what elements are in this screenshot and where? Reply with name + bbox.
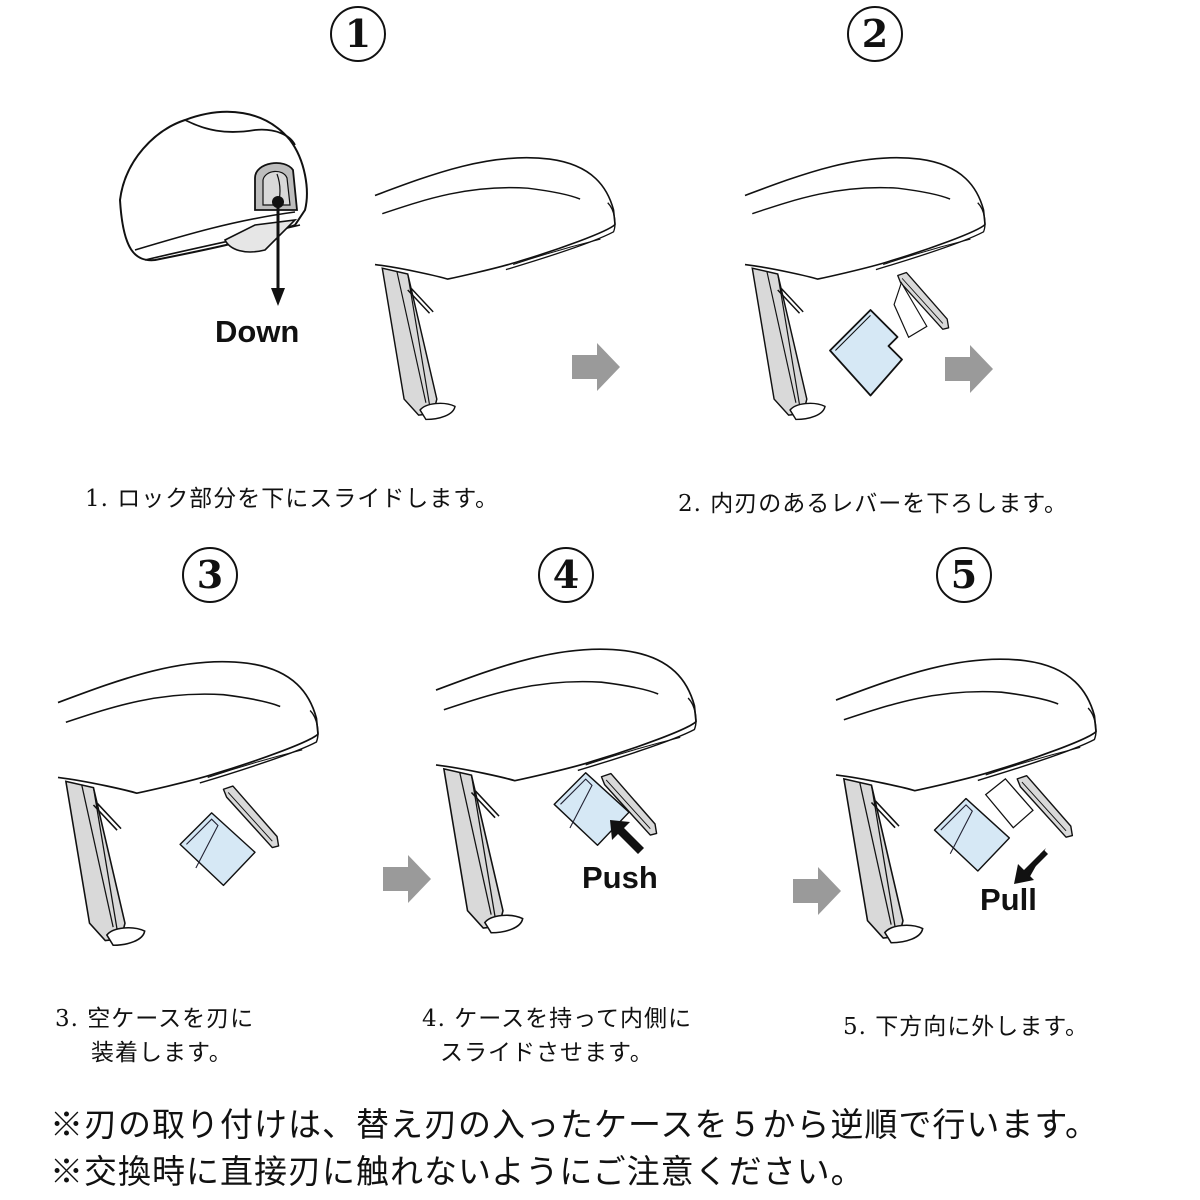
step-1-number-text: 1 [344, 11, 372, 56]
push-arrow-icon [610, 820, 644, 854]
step-3-caption-line-1: 3. 空ケースを刃に [55, 1006, 255, 1032]
step-4-number: 4 [538, 547, 594, 603]
step-3-caption-line-2: 装着します。 [91, 1040, 233, 1066]
step-5-number-text: 5 [950, 552, 978, 597]
step-4-caption: 4. ケースを持って内側に スライドさせます。 [422, 1002, 692, 1070]
pull-label: Pull [980, 882, 1037, 917]
step-1-caption-line: 1. ロック部分を下にスライドします。 [85, 486, 499, 512]
next-arrow-icon [383, 855, 431, 903]
next-arrow-icon [572, 343, 620, 391]
push-label: Push [582, 860, 658, 895]
down-arrow-icon [271, 196, 285, 306]
step-3-number: 3 [182, 547, 238, 603]
step-2-caption: 2. 内刃のあるレバーを下ろします。 [678, 487, 1068, 521]
step-2-number-text: 2 [861, 11, 889, 56]
note-reverse-order: ※刃の取り付けは、替え刃の入ったケースを５から逆順で行います。 [50, 1105, 1100, 1144]
step-1-caption: 1. ロック部分を下にスライドします。 [85, 482, 499, 516]
blade-case-icon [829, 309, 903, 397]
pull-arrow-icon [1014, 848, 1048, 884]
step-5-number: 5 [936, 547, 992, 603]
shaver-step-4-illustration [435, 648, 697, 934]
step-5-caption-line: 5. 下方向に外します。 [843, 1014, 1089, 1040]
shaver-step-1-illustration [374, 156, 616, 421]
step-2-caption-line: 2. 内刃のあるレバーを下ろします。 [678, 491, 1068, 517]
shaver-step-2-illustration [744, 156, 986, 421]
step-1-number: 1 [330, 6, 386, 62]
down-label: Down [215, 314, 300, 349]
step-5-caption: 5. 下方向に外します。 [843, 1010, 1089, 1044]
step-4-caption-line-1: 4. ケースを持って内側に [422, 1006, 692, 1032]
step-2-number: 2 [847, 6, 903, 62]
step-4-number-text: 4 [552, 552, 580, 597]
shaver-step-3-illustration [57, 660, 319, 947]
next-arrow-icon [945, 345, 993, 393]
step-3-caption: 3. 空ケースを刃に 装着します。 [55, 1002, 254, 1070]
shaver-step-5-illustration [835, 658, 1097, 944]
lock-detail-illustration [118, 110, 308, 262]
step-3-number-text: 3 [196, 552, 224, 597]
step-4-caption-line-2: スライドさせます。 [440, 1040, 654, 1066]
note-caution: ※交換時に直接刃に触れないようにご注意ください。 [50, 1152, 865, 1191]
next-arrow-icon [793, 867, 841, 915]
